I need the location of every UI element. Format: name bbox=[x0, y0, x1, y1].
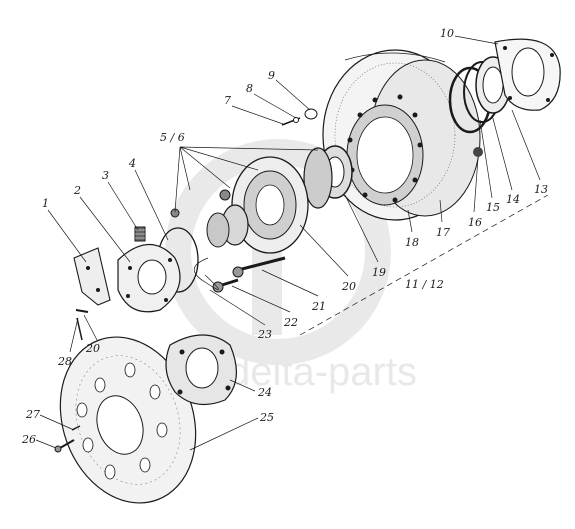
label-23: 23 bbox=[257, 328, 272, 341]
label-22: 22 bbox=[283, 316, 298, 329]
label-24: 24 bbox=[257, 386, 272, 399]
watermark: delta-parts bbox=[165, 139, 417, 394]
label-10: 10 bbox=[440, 27, 454, 40]
label-11-12: 11 / 12 bbox=[405, 278, 444, 291]
flange-plate bbox=[165, 334, 237, 406]
label-16: 16 bbox=[468, 216, 482, 229]
label-20-bracket: 20 bbox=[85, 342, 100, 355]
hub-assembly bbox=[206, 145, 353, 254]
hub-bolts bbox=[170, 189, 286, 293]
carrier-plate bbox=[117, 243, 181, 313]
spring bbox=[134, 226, 146, 242]
label-18: 18 bbox=[405, 236, 419, 249]
brake-drum bbox=[322, 49, 481, 221]
label-26: 26 bbox=[21, 433, 36, 446]
assembly-line bbox=[299, 194, 549, 336]
label-28: 28 bbox=[57, 355, 72, 368]
leader-lines bbox=[35, 35, 541, 451]
label-21: 21 bbox=[311, 300, 326, 313]
label-4: 4 bbox=[128, 157, 136, 170]
label-9: 9 bbox=[268, 69, 275, 82]
label-19: 19 bbox=[372, 266, 386, 279]
small-bolt-set bbox=[281, 108, 318, 126]
label-27: 27 bbox=[25, 408, 40, 421]
watermark-text: delta-parts bbox=[228, 350, 417, 394]
label-25: 25 bbox=[259, 411, 274, 424]
bracket bbox=[73, 247, 111, 313]
label-14: 14 bbox=[506, 193, 520, 206]
cover-plate bbox=[494, 38, 561, 111]
label-17: 17 bbox=[436, 226, 450, 239]
callout-labels: 1 2 3 4 5 / 6 7 8 9 10 11 / 12 13 14 15 … bbox=[21, 27, 548, 446]
label-8: 8 bbox=[246, 82, 253, 95]
label-3: 3 bbox=[102, 169, 109, 182]
label-15: 15 bbox=[486, 201, 500, 214]
label-20-hub: 20 bbox=[341, 280, 356, 293]
label-5-6: 5 / 6 bbox=[160, 131, 185, 144]
label-1: 1 bbox=[42, 197, 49, 210]
label-2: 2 bbox=[73, 184, 81, 197]
label-7: 7 bbox=[224, 94, 231, 107]
label-13: 13 bbox=[534, 183, 548, 196]
brake-disc bbox=[59, 336, 197, 504]
